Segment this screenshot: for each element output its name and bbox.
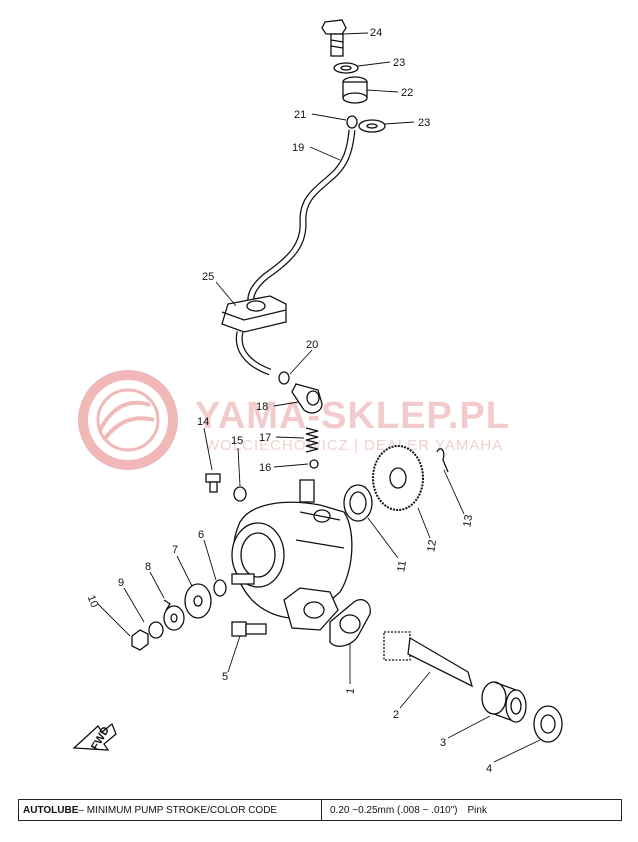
spec-color-code: Pink — [467, 804, 487, 816]
callout-22: 22 — [401, 87, 413, 99]
callout-4: 4 — [486, 763, 492, 775]
fwd-direction-arrow — [72, 722, 117, 751]
watermark-title: YAMA-SKLEP.PL — [195, 395, 510, 437]
spec-table: AUTOLUBE – MINIMUM PUMP STROKE/COLOR COD… — [18, 799, 622, 821]
part-20-clip — [278, 371, 290, 385]
part-8-pin — [163, 599, 171, 611]
callout-20: 20 — [306, 339, 318, 351]
part-4-oil-seal — [533, 705, 563, 743]
part-15-washer — [233, 486, 247, 502]
part-12-pump-drive-gear — [372, 445, 424, 511]
callout-13: 13 — [461, 514, 475, 528]
spec-description: – MINIMUM PUMP STROKE/COLOR CODE — [78, 804, 278, 816]
watermark-subtitle: WOLCIECHOWICZ | DEALER YAMAHA — [205, 437, 503, 454]
part-14-screw — [205, 473, 221, 493]
part-21-clip — [346, 115, 358, 129]
part-6-washer — [213, 579, 227, 597]
part-22-union — [342, 76, 368, 104]
callout-6: 6 — [198, 529, 204, 541]
callout-24: 24 — [370, 27, 382, 39]
callout-15: 15 — [231, 435, 243, 447]
part-7-adjusting-plate — [184, 583, 212, 619]
spec-value: 0.20 ~0.25mm (.008 ~ .010") — [330, 804, 458, 816]
watermark-logo — [78, 370, 178, 470]
part-2-drive-shaft — [383, 631, 474, 688]
callout-23: 23 — [418, 117, 430, 129]
callout-16: 16 — [259, 462, 271, 474]
callout-18: 18 — [256, 401, 268, 413]
callout-8: 8 — [145, 561, 151, 573]
part-24-banjo-bolt — [321, 19, 347, 57]
callout-17: 17 — [259, 432, 271, 444]
watermark: YAMA-SKLEP.PL WOLCIECHOWICZ | DEALER YAM… — [78, 370, 510, 470]
callout-5: 5 — [222, 671, 228, 683]
callout-7: 7 — [172, 544, 178, 556]
callout-3: 3 — [440, 737, 446, 749]
callout-10: 10 — [85, 594, 100, 610]
callout-19: 19 — [292, 142, 304, 154]
part-9-washer — [163, 605, 185, 631]
callout-2: 2 — [393, 709, 399, 721]
spec-label: AUTOLUBE — [23, 804, 79, 816]
callout-14: 14 — [197, 416, 209, 428]
callout-1: 1 — [344, 687, 357, 695]
part-23-washer-lower — [358, 119, 386, 133]
callout-9: 9 — [118, 577, 124, 589]
part-16-check-ball — [309, 459, 319, 469]
part-23-washer-upper — [333, 62, 359, 74]
part-autolube-pump-body — [231, 479, 353, 631]
callout-25: 25 — [202, 271, 214, 283]
callout-23: 23 — [393, 57, 405, 69]
part-1-gasket — [329, 599, 371, 647]
callout-21: 21 — [294, 109, 306, 121]
spec-label-cell: AUTOLUBE – MINIMUM PUMP STROKE/COLOR COD… — [19, 800, 322, 820]
part-17-spring — [305, 427, 319, 453]
part-5-bolt — [231, 621, 267, 637]
part-10-nut — [131, 629, 149, 651]
callout-12: 12 — [425, 539, 439, 553]
part-3-bushing — [481, 681, 527, 723]
spec-value-cell: 0.20 ~0.25mm (.008 ~ .010") Pink — [322, 800, 621, 820]
part-11-oil-seal — [343, 484, 373, 522]
callout-11: 11 — [395, 560, 409, 573]
part-18-banjo-elbow — [291, 383, 323, 414]
part-25-grommet — [221, 295, 287, 333]
part-13-pin — [436, 448, 449, 473]
part-pump-shaft — [231, 573, 255, 585]
